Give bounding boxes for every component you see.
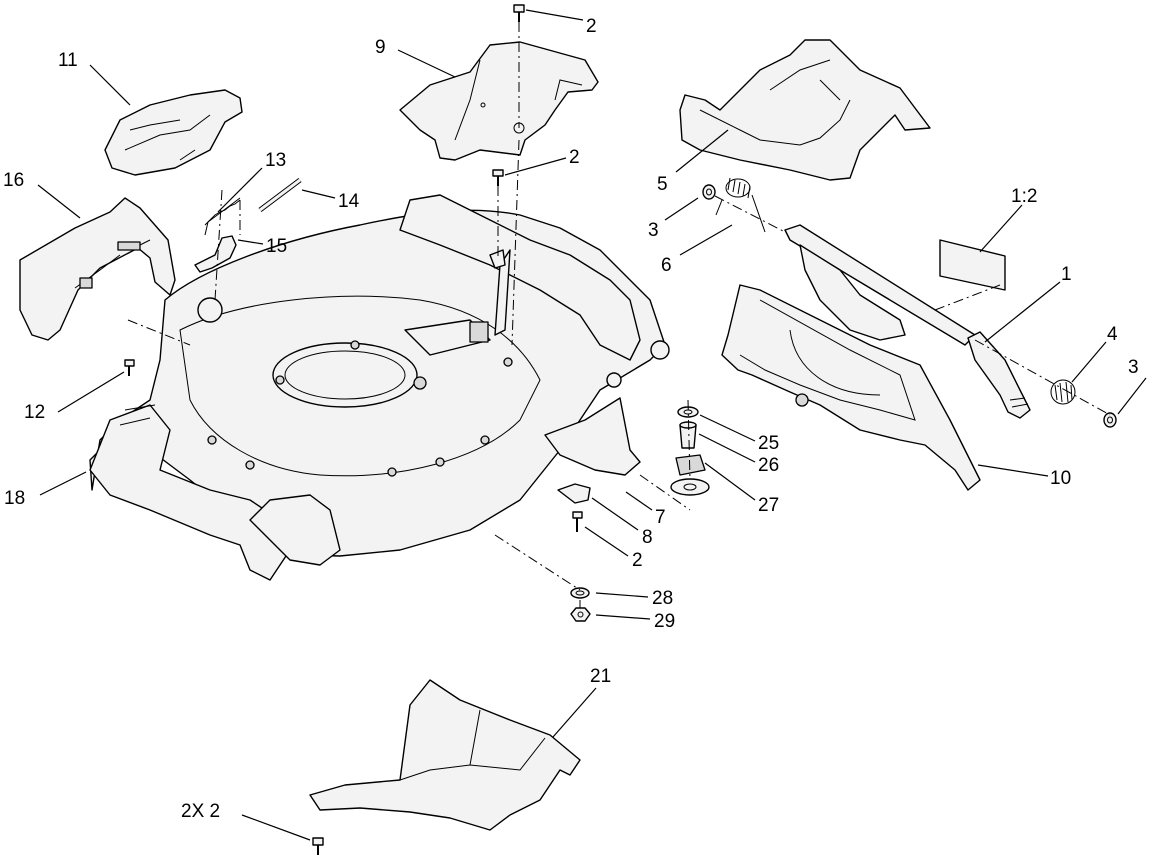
gear-27-part [670, 454, 710, 496]
callout-labels: 2 9 11 13 2 16 5 1:2 14 3 15 6 1 4 3 12 … [3, 16, 1139, 822]
callout-4: 4 [1107, 324, 1118, 345]
mulch-plug-21-part [309, 679, 581, 831]
callout-6: 6 [661, 255, 672, 276]
callout-7: 7 [655, 507, 666, 528]
callout-2-low: 2 [632, 550, 643, 571]
torsion-spring-6-part [715, 177, 766, 233]
rear-shield-part [679, 39, 931, 181]
top-plate-part [399, 41, 599, 161]
callout-3-right: 3 [1128, 357, 1139, 378]
callout-21: 21 [590, 666, 611, 687]
screw-2x2-part [312, 837, 324, 855]
mower-deck-part [89, 194, 670, 581]
leader-lines [37, 9, 1147, 841]
baffle-7-part [544, 397, 641, 476]
rear-door-rod-part [784, 224, 1031, 419]
callout-29: 29 [654, 611, 675, 632]
screw-12-part [124, 359, 135, 376]
callout-11: 11 [58, 50, 78, 71]
screw-2-mid-part [492, 169, 504, 186]
callout-1: 1 [1061, 264, 1072, 285]
spring-13-part [204, 197, 241, 236]
callout-10: 10 [1050, 468, 1071, 489]
rear-door-part [721, 284, 981, 491]
callout-1-2: 1:2 [1011, 186, 1037, 207]
washer-3-left-part [702, 184, 716, 200]
rod-14-part [258, 178, 302, 212]
washer-3-right-part [1103, 412, 1117, 428]
washer-28-part [570, 587, 590, 599]
callout-14: 14 [338, 191, 360, 212]
side-cover-part [19, 197, 176, 341]
callout-3-left: 3 [648, 220, 659, 241]
callout-28: 28 [652, 588, 673, 609]
callout-13: 13 [265, 150, 286, 171]
callout-15: 15 [266, 236, 287, 257]
callout-2-top: 2 [586, 16, 597, 37]
callout-12: 12 [24, 402, 45, 423]
screw-2-low-part [572, 511, 583, 532]
decal-part [939, 239, 1006, 291]
torsion-spring-4-part [1050, 379, 1076, 405]
nut-29-part [570, 607, 591, 622]
bushing-26-part [679, 421, 697, 449]
callout-2-mid: 2 [569, 147, 580, 168]
front-cover-part [104, 89, 243, 176]
bracket-8-part [557, 483, 591, 504]
callout-27: 27 [758, 495, 779, 516]
screw-2-top-part [513, 4, 525, 22]
assembly-lines [127, 22, 1111, 608]
callout-26: 26 [758, 455, 779, 476]
callout-9: 9 [375, 37, 386, 58]
callout-25: 25 [758, 433, 779, 454]
callout-18: 18 [4, 488, 25, 509]
callout-2x2: 2X 2 [181, 801, 220, 822]
callout-8: 8 [642, 527, 653, 548]
bracket-15-part [194, 235, 237, 273]
callout-5: 5 [657, 174, 668, 195]
callout-16: 16 [3, 170, 24, 191]
